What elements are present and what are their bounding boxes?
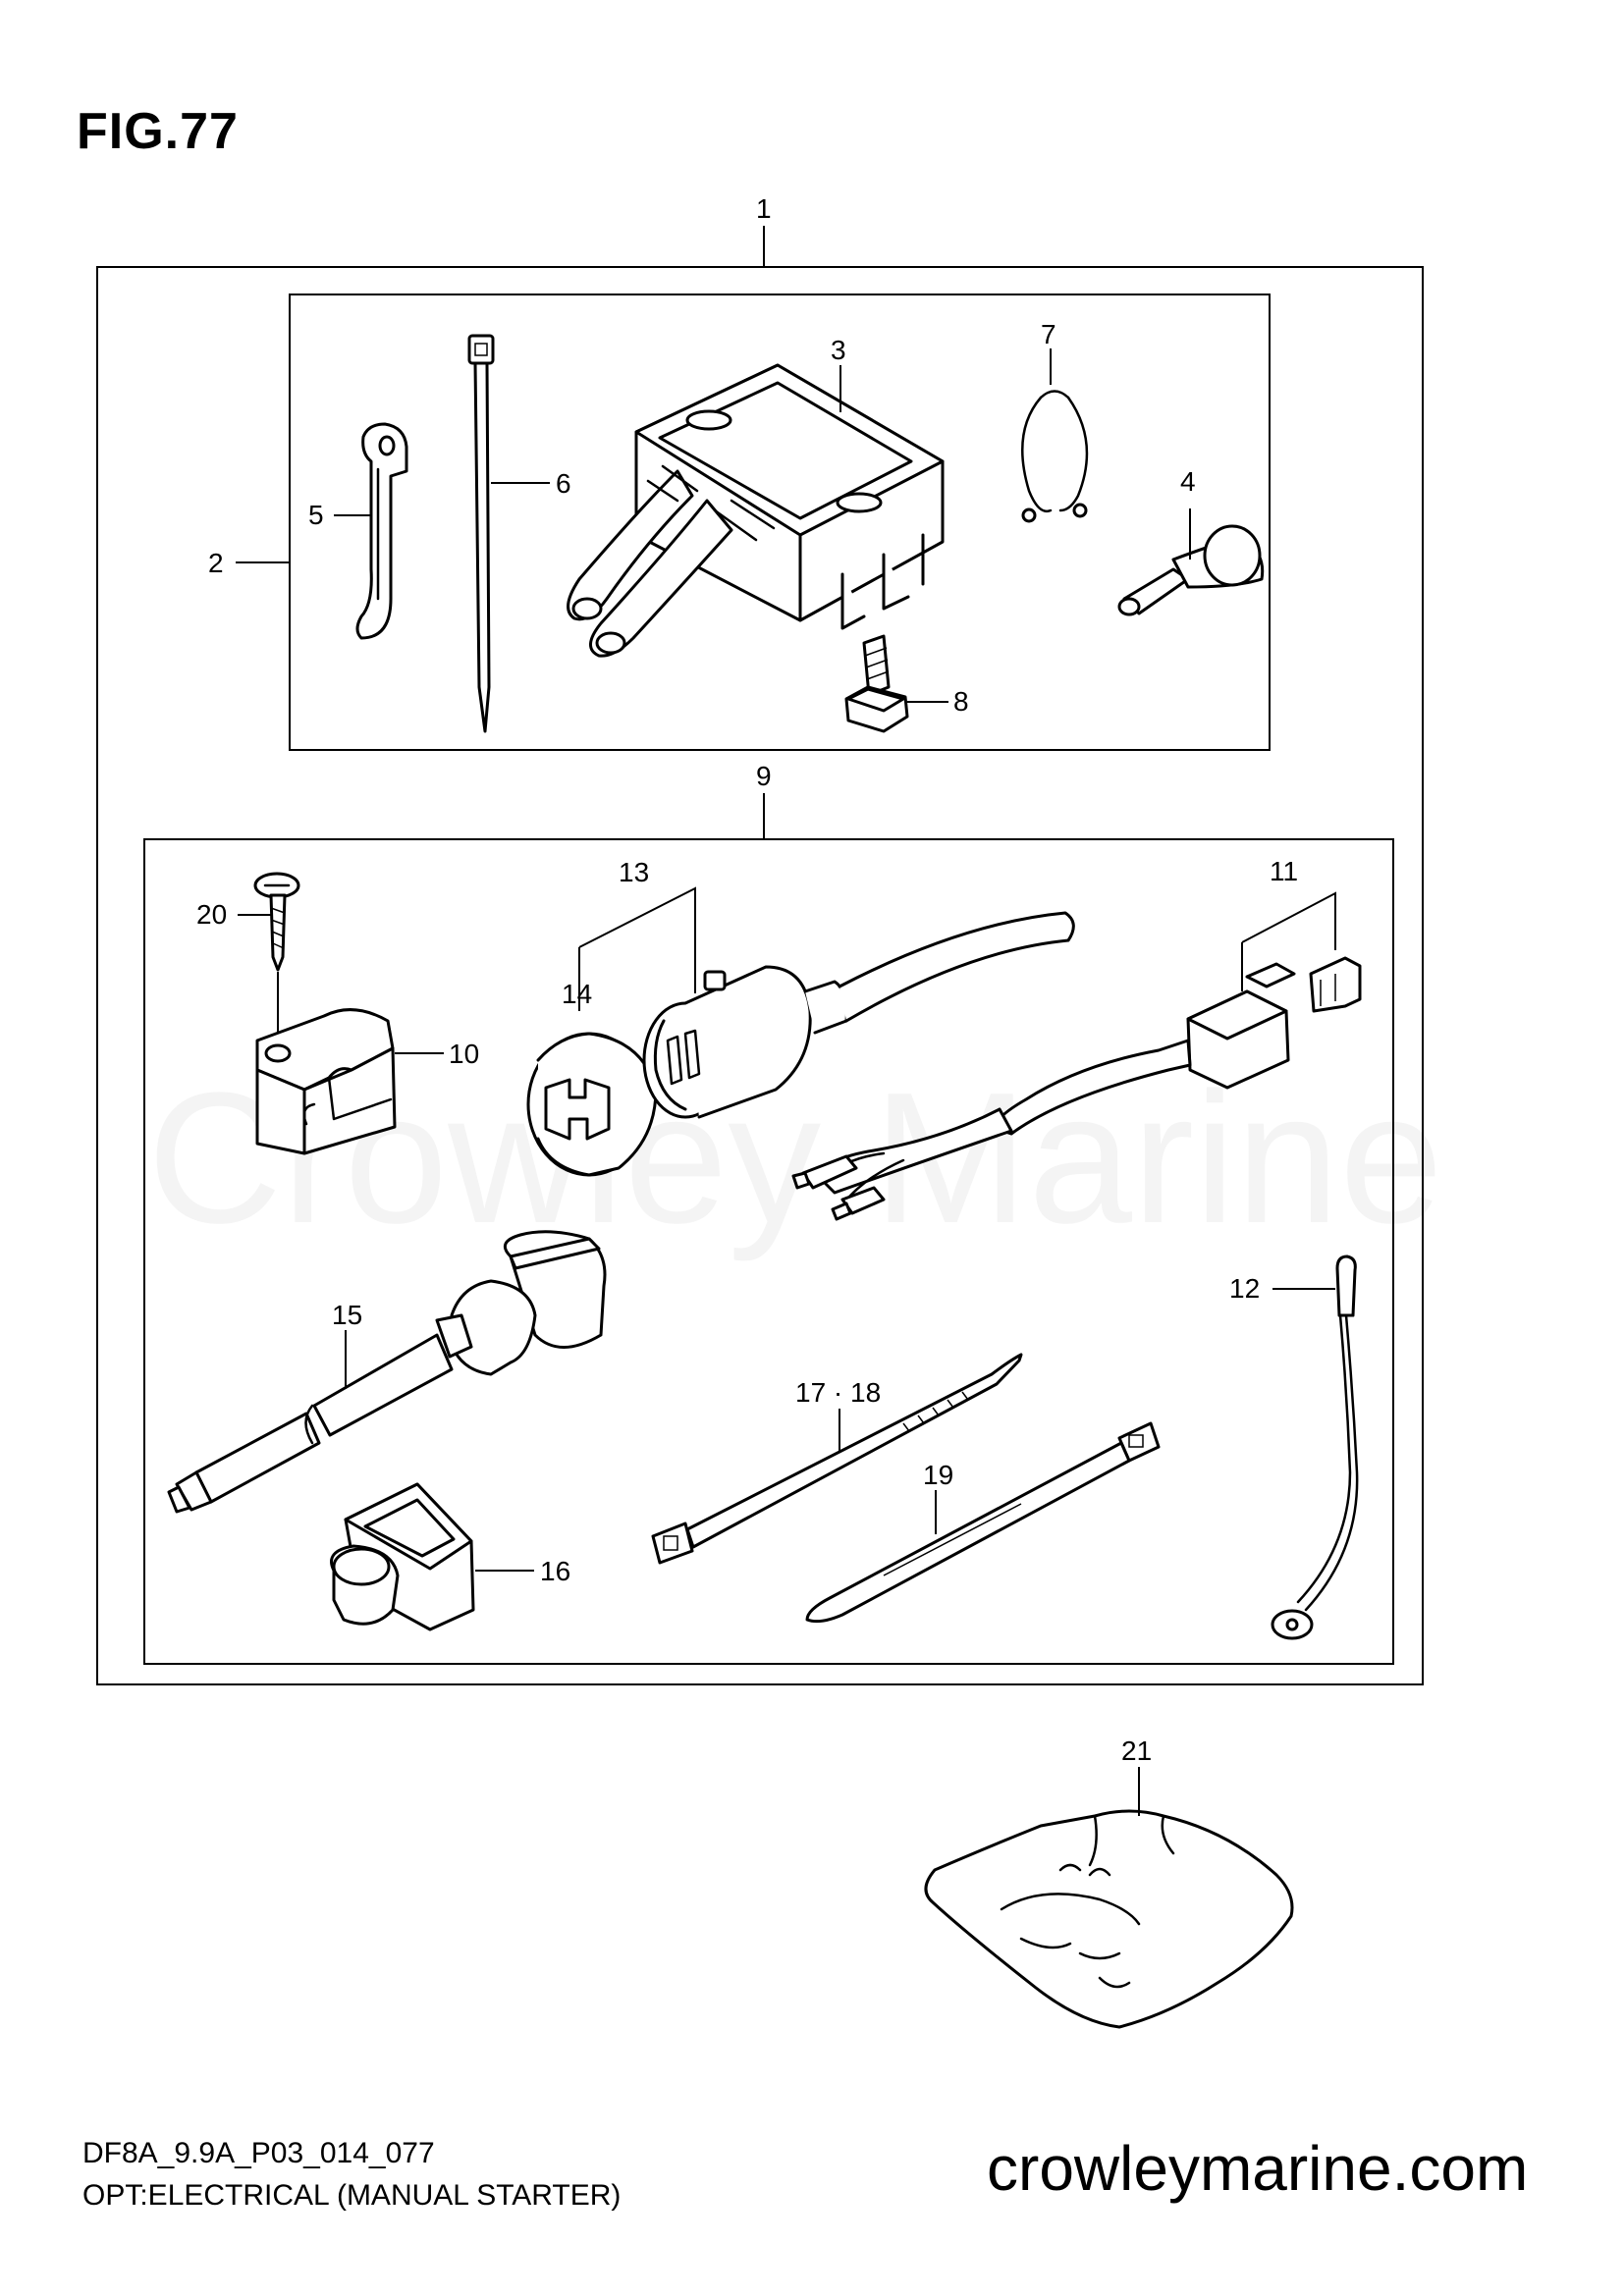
callout-21: 21 <box>1121 1735 1152 1766</box>
part-6-cable-tie <box>467 334 495 733</box>
part-8-bolt <box>844 634 909 733</box>
callout-19: 19 <box>923 1460 953 1490</box>
callout-7: 7 <box>1041 319 1056 349</box>
part-5-clamp <box>355 422 408 640</box>
callout-15: 15 <box>332 1300 362 1330</box>
part-11-fuse-harness <box>791 956 1362 1221</box>
diagram-code: DF8A_9.9A_P03_014_077 <box>82 2137 435 2169</box>
part-7-wire-clip <box>1021 390 1089 523</box>
part-12-ground-lead <box>1271 1255 1359 1640</box>
sub-assembly-frame-2 <box>289 294 1271 751</box>
part-20-screw <box>253 872 300 972</box>
callout-1: 1 <box>756 193 772 224</box>
callout-16: 16 <box>540 1556 570 1586</box>
callout-20: 20 <box>196 899 227 930</box>
part-3-regulator <box>567 363 945 658</box>
figure-title: FIG.77 <box>77 103 239 160</box>
part-16-grommet <box>330 1482 475 1631</box>
part-15-connector-lead <box>167 1230 607 1514</box>
callout-5: 5 <box>308 500 324 530</box>
callout-4: 4 <box>1180 466 1196 497</box>
callout-13: 13 <box>619 857 649 887</box>
part-14-connector-cap <box>526 1032 658 1177</box>
kit-frame-outer <box>96 266 1424 1685</box>
part-17-18-cable-tie <box>651 1353 1023 1565</box>
website-link[interactable]: crowleymarine.com <box>987 2133 1529 2204</box>
sub-assembly-frame-9 <box>143 838 1394 1665</box>
part-4-plug <box>1117 524 1265 616</box>
part-10-cable-clamp <box>255 1008 397 1155</box>
callout-2: 2 <box>208 548 224 578</box>
callout-11: 11 <box>1270 856 1298 886</box>
callout-10: 10 <box>449 1039 479 1069</box>
callout-12: 12 <box>1229 1273 1260 1304</box>
callout-3: 3 <box>831 335 846 365</box>
callout-9: 9 <box>756 761 772 791</box>
part-21-parts-bag <box>924 1809 1294 2029</box>
callout-14: 14 <box>562 979 592 1009</box>
callout-6: 6 <box>556 468 571 499</box>
callout-8: 8 <box>953 686 969 717</box>
callout-17-18: 17 · 18 <box>795 1377 881 1408</box>
part-19-cable-tie <box>805 1421 1161 1624</box>
diagram-description: OPT:ELECTRICAL (MANUAL STARTER) <box>82 2179 622 2212</box>
part-13-connector-body <box>642 911 1075 1119</box>
